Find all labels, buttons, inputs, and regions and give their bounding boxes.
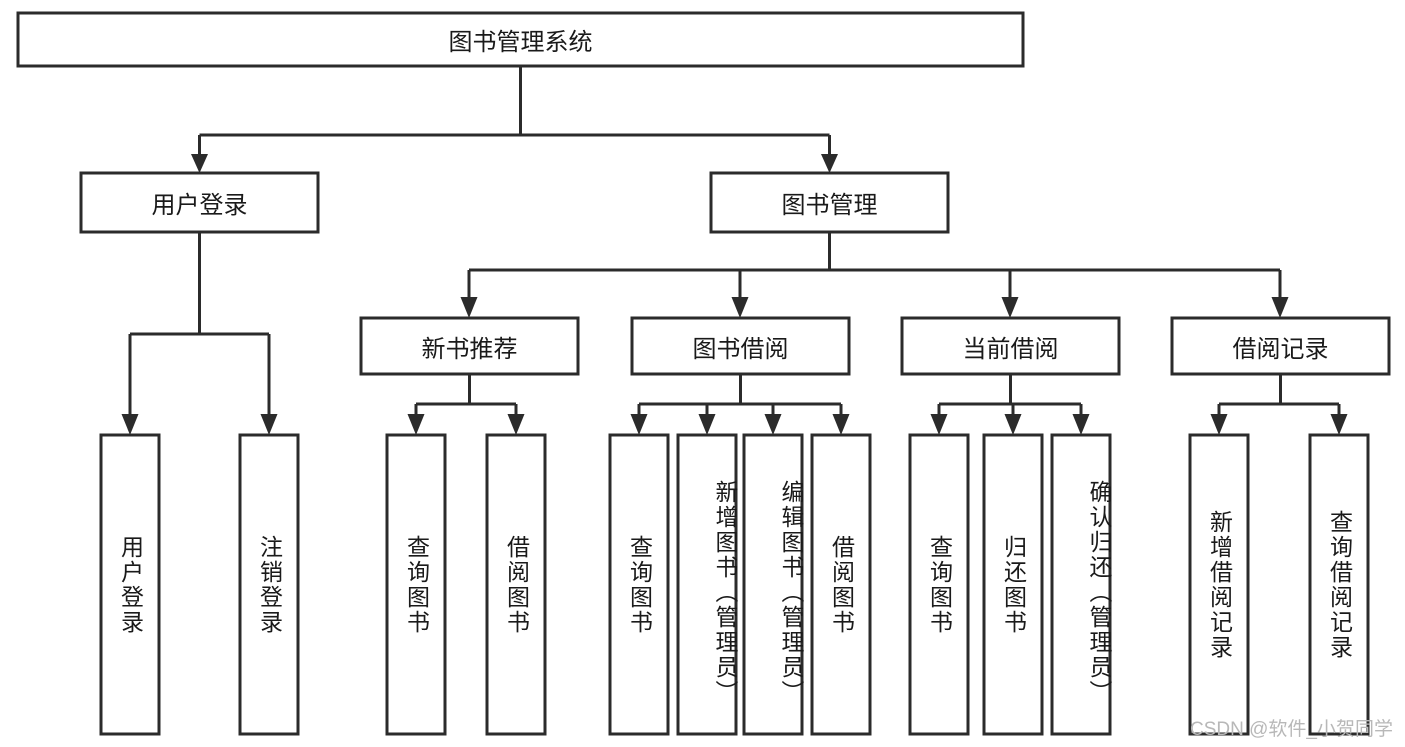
node-box-leaf-add-record[interactable]: [1188, 433, 1250, 736]
arrow-book-borrow-to-query-book: [630, 414, 648, 435]
arrow-current-borrow-to-return-book: [1004, 414, 1022, 435]
arrow-root-to-book-manage: [821, 154, 838, 173]
arrow-borrow-record-to-add-record: [1210, 414, 1228, 435]
node-box-user-login[interactable]: [79, 171, 320, 234]
node-box-new-book-rec[interactable]: [359, 316, 580, 376]
arrow-current-borrow-to-confirm-return: [1072, 414, 1090, 435]
arrow-book-manage-to-book-borrow: [731, 297, 749, 318]
node-box-leaf-add-book[interactable]: [676, 433, 738, 736]
node-box-leaf-logout[interactable]: [238, 433, 300, 736]
node-box-book-borrow[interactable]: [630, 316, 851, 376]
arrow-current-borrow-to-query-book: [930, 414, 948, 435]
arrow-user-login-to-leaf-user-login: [121, 414, 139, 435]
arrow-book-manage-to-current-borrow: [1001, 297, 1019, 318]
node-box-leaf-return-book[interactable]: [982, 433, 1044, 736]
arrow-book-borrow-to-edit-book: [764, 414, 782, 435]
node-box-leaf-query-record[interactable]: [1308, 433, 1370, 736]
arrow-user-login-to-leaf-logout: [260, 414, 278, 435]
arrow-book-manage-to-borrow-record: [1271, 297, 1289, 318]
node-box-leaf-edit-book[interactable]: [742, 433, 804, 736]
arrow-book-borrow-to-borrow-book: [832, 414, 850, 435]
node-box-current-borrow[interactable]: [900, 316, 1121, 376]
arrow-new-book-rec-to-borrow-book: [507, 414, 525, 435]
connector-layer: [121, 66, 1348, 435]
node-box-leaf-confirm-return[interactable]: [1050, 433, 1112, 736]
node-box-leaf-query-book-rec[interactable]: [385, 433, 447, 736]
arrow-book-borrow-to-add-book: [698, 414, 716, 435]
node-box-leaf-query-book-b[interactable]: [608, 433, 670, 736]
node-layer: [16, 11, 1391, 736]
node-box-leaf-borrow-book-rec[interactable]: [485, 433, 547, 736]
arrow-root-to-user-login: [191, 154, 208, 173]
arrow-book-manage-to-new-book-rec: [460, 297, 478, 318]
arrow-borrow-record-to-query-record: [1330, 414, 1348, 435]
node-box-leaf-borrow-book-b[interactable]: [810, 433, 872, 736]
node-box-book-manage[interactable]: [709, 171, 950, 234]
node-box-root[interactable]: [16, 11, 1025, 68]
node-box-borrow-record[interactable]: [1170, 316, 1391, 376]
node-box-leaf-user-login[interactable]: [99, 433, 161, 736]
node-box-leaf-query-book-c[interactable]: [908, 433, 970, 736]
arrow-new-book-rec-to-query-book: [407, 414, 425, 435]
